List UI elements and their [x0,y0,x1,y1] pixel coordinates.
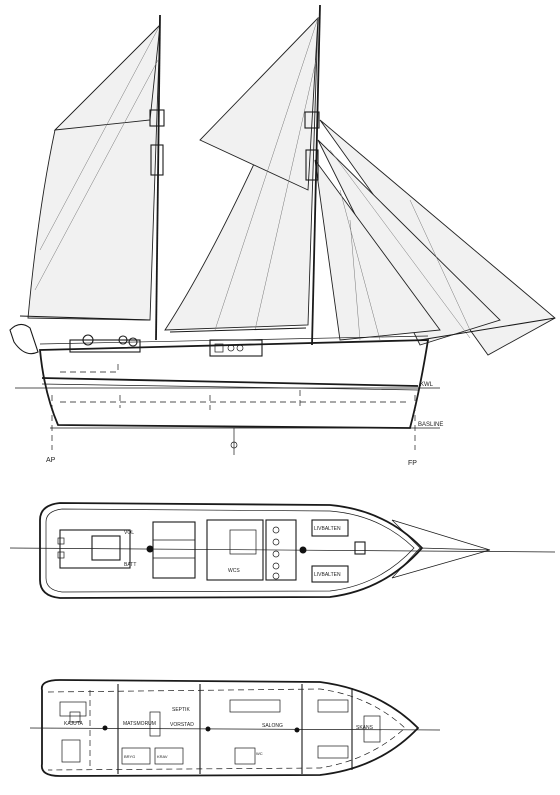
kajuta-label: KAJUTA [64,721,83,727]
bryg-label: BRYG [124,754,135,759]
aft-topsail [53,23,161,131]
vorstad-label: VORSTAD [170,722,194,728]
batt-label: BATT [124,562,136,568]
sail-plan [19,4,556,356]
fore-deckhouse [209,339,263,357]
vol-label: VOL [124,530,134,536]
deck-plan: VOL BATT WCS LIVBALTEN LIVBALTEN [9,502,556,599]
hull-profile: KWL BASLINE AP FP [9,323,443,467]
fore-topsail [199,16,319,191]
accommodation-plan: KAJUTA MATSMORUM SEPTIK VORSTAD SALONG S… [29,679,441,777]
accommodation-outline [40,679,420,777]
krav-label: KRAV [157,754,168,759]
bowsprit [419,317,556,341]
fore-mast-deck [299,546,307,554]
aft-mast-deck [146,545,154,553]
salong-label: SALONG [262,723,283,729]
deck-centerline [9,547,556,553]
aft-boom [19,315,151,321]
baseline-label: BASLINE [418,422,443,428]
waterline-label: KWL [420,382,434,388]
livbalt-bottom-label: LIVBALTEN [314,572,341,578]
livbalt-top-label: LIVBALTEN [314,526,341,532]
aft-mast [155,14,161,341]
fp-label: FP [408,460,417,467]
ap-label: AP [46,457,56,464]
fore-crosstree [304,111,320,129]
skans-label: SKANS [356,725,374,731]
wc-label: WC [256,751,263,756]
aft-deckhouse [69,339,141,353]
stern-davit [9,323,39,355]
fore-mast [311,4,321,346]
septik-label: SEPTIK [172,707,190,713]
bowsprit-net [391,519,491,579]
staysail [314,159,441,341]
matsmorum-label: MATSMORUM [123,721,156,727]
fore-boom [169,327,307,333]
hull-outline [39,339,430,429]
wc-deck-label: WCS [228,568,240,574]
aft-crosstree [149,109,165,127]
